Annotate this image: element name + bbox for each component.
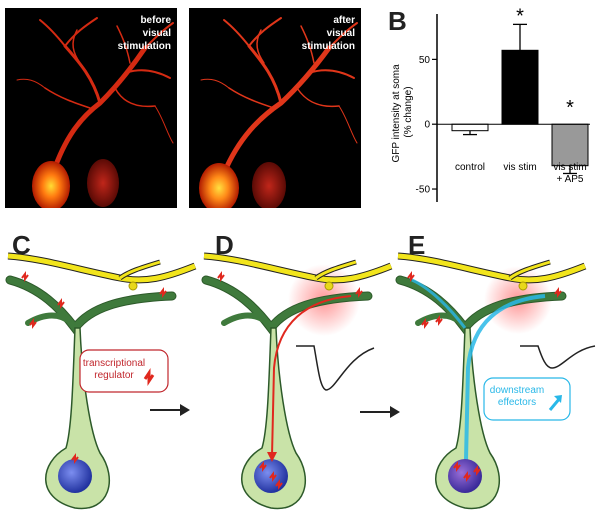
bar-chart-svg: * * -50 0 50 GFP intensity at soma (% chang… (391, 5, 590, 202)
regulator-glyphs (407, 271, 562, 482)
before-caption: before visual stimulation (117, 15, 171, 52)
arrow-c-d (150, 404, 190, 416)
y-tick-label: 50 (419, 55, 431, 66)
transcriptional-regulator-box (79, 349, 169, 393)
downstream-effectors-box (483, 377, 571, 421)
diagram-e (395, 252, 596, 510)
micrograph-after: after visual stimulation (189, 8, 361, 208)
epsp-trace (296, 345, 375, 391)
arrow-d-e (360, 406, 400, 418)
regulator-icon (143, 368, 155, 386)
micrograph-before: before visual stimulation (5, 8, 177, 208)
nucleus (58, 459, 92, 493)
bar (451, 123, 489, 132)
category-label: vis stim+ AP5 (553, 162, 586, 185)
regulator-glyphs (217, 271, 363, 490)
panel-label-b: B (388, 6, 407, 36)
axon (203, 253, 392, 283)
effector-path (464, 294, 546, 461)
panel-label-c: C (12, 230, 31, 260)
downstream-effectors-label: downstream effectors (489, 385, 545, 408)
significance-marker: * (516, 5, 524, 27)
panel-label-e: E (408, 230, 426, 260)
category-label: control (455, 162, 485, 173)
y-axis-label: GFP intensity at soma (% change) (391, 62, 414, 163)
transcriptional-regulator-label: transcriptional regulator (82, 358, 146, 381)
epsp-trace (520, 345, 596, 369)
category-label: vis stim (503, 162, 536, 173)
diagram-c (5, 252, 197, 510)
diagram-d (201, 252, 393, 510)
regulator-glyphs (21, 271, 167, 464)
panel-label-d: D (215, 230, 234, 260)
after-caption: after visual stimulation (301, 15, 355, 52)
bar (501, 49, 539, 125)
significance-marker: * (566, 97, 574, 119)
bar-chart: * * -50 0 50 GFP intensity at soma (% chang… (385, 2, 597, 208)
y-tick-label: -50 (416, 185, 431, 196)
y-tick-label: 0 (424, 120, 430, 131)
axon (397, 253, 586, 283)
bar (551, 123, 589, 167)
translocation-arrow (271, 295, 352, 457)
soma (45, 327, 111, 510)
